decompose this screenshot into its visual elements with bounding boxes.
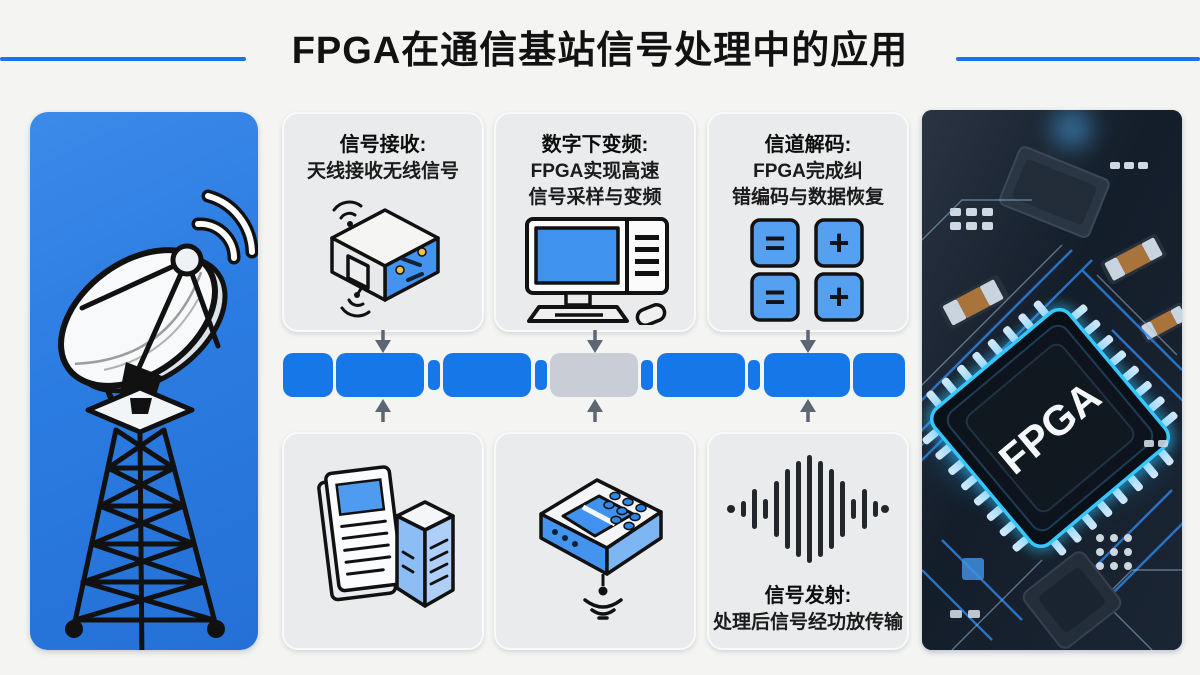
card-channel-decoding: 信道解码: FPGA完成纠 错编码与数据恢复 = + = +	[707, 112, 909, 332]
satellite-dish-tower-icon	[58, 189, 258, 650]
arrow-up-icon	[373, 399, 393, 422]
bar-connector	[748, 360, 761, 390]
card-title: 信号接收:	[339, 134, 427, 156]
bar-connector	[641, 360, 654, 390]
equals-glyph: =	[764, 222, 785, 263]
antenna-panel	[30, 112, 258, 650]
arrow-down-icon	[798, 330, 818, 353]
bar-segment-blue	[656, 353, 745, 397]
fpga-circuit-board: FPGA	[922, 110, 1182, 650]
card-line: 信号采样与变频	[528, 186, 662, 208]
document-server-icon	[284, 434, 482, 648]
bar-segment-blue	[283, 353, 333, 397]
card-title: 数字下变频:	[541, 134, 649, 156]
desktop-computer-icon	[496, 210, 694, 330]
card-signal-receive: 信号接收: 天线接收无线信号	[282, 112, 484, 332]
card-line: 处理后信号经功放传输	[712, 612, 903, 634]
page-title: FPGA在通信基站信号处理中的应用	[291, 30, 909, 72]
card-digital-down-conversion: 数字下变频: FPGA实现高速 信号采样与变频	[494, 112, 696, 332]
bar-segment-blue	[443, 353, 532, 397]
process-bar	[283, 353, 905, 397]
bar-connector	[427, 360, 440, 390]
arrow-down-icon	[373, 330, 393, 353]
bar-segment-gray	[549, 353, 638, 397]
title-rule-left	[0, 57, 246, 61]
bar-segment-blue	[852, 353, 905, 397]
card-title: 信道解码:	[764, 134, 852, 156]
bar-segment-blue	[763, 353, 850, 397]
modem-device-icon	[496, 434, 694, 648]
waveform-icon	[709, 434, 907, 583]
card-line: 错编码与数据恢复	[731, 186, 884, 208]
card-documents-server	[282, 432, 484, 650]
card-title: 信号发射:	[764, 585, 852, 608]
card-line: FPGA实现高速	[530, 161, 660, 182]
card-signal-transmit: 信号发射: 处理后信号经功放传输	[707, 432, 909, 650]
decode-keys-icon: = + = +	[709, 210, 907, 330]
arrow-up-icon	[798, 399, 818, 422]
equals-glyph: =	[764, 276, 785, 317]
wireless-router-icon	[284, 185, 482, 330]
card-text-block: 信号发射: 处理后信号经功放传输	[713, 583, 903, 648]
plus-glyph: +	[828, 276, 849, 317]
plus-glyph: +	[828, 222, 849, 263]
bar-segment-blue	[336, 353, 425, 397]
arrow-up-icon	[585, 399, 605, 422]
card-rf-modem	[494, 432, 696, 650]
bar-connector	[534, 360, 547, 390]
card-line: 天线接收无线信号	[306, 161, 459, 182]
fpga-board-panel: FPGA	[922, 110, 1182, 650]
title-rule-right	[956, 57, 1200, 61]
card-line: FPGA完成纠	[753, 161, 863, 182]
arrow-down-icon	[585, 330, 605, 353]
